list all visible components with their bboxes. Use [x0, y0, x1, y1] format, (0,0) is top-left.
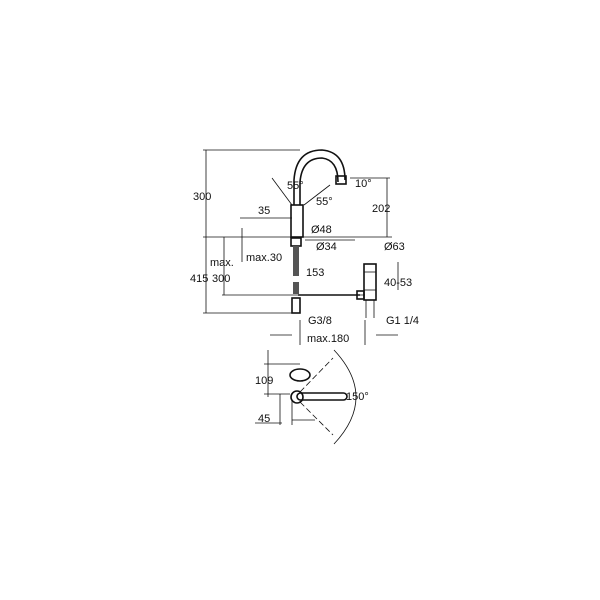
label-total-height: 300: [193, 191, 211, 203]
label-drain-range: 40-53: [384, 277, 412, 289]
label-spout-height: 202: [372, 203, 390, 215]
label-handle-height: 109: [255, 375, 273, 387]
supply-fitting: [291, 297, 301, 314]
handle-angle-right: [303, 184, 331, 206]
label-angle-left: 55°: [287, 180, 304, 192]
label-max-reach: max.180: [307, 333, 349, 345]
label-body-offset: 35: [258, 205, 270, 217]
plan-handle: [296, 392, 348, 401]
mounting-nut: [290, 237, 302, 247]
plan-body-base: [290, 390, 304, 404]
faucet-body: [290, 204, 304, 238]
supply-hose: [293, 246, 299, 276]
drain-lever: [356, 290, 365, 300]
label-max: max.: [210, 257, 234, 269]
spout-inner: [299, 157, 339, 205]
supply-hose-lower: [293, 282, 299, 294]
aerator: [335, 175, 347, 185]
label-install-height: 415: [190, 273, 208, 285]
label-max-hose: 300: [212, 273, 230, 285]
label-rod-length: 153: [306, 267, 324, 279]
label-max-deck: max.30: [246, 252, 282, 264]
label-drain-diameter: Ø63: [384, 241, 405, 253]
plan-handle-swivel-down: [299, 401, 334, 436]
plan-body-top: [289, 368, 311, 382]
label-aerator-angle: 10°: [355, 178, 372, 190]
waste-drain: [363, 263, 377, 301]
swivel-arc: [333, 349, 357, 445]
handle-angle-left: [271, 177, 293, 206]
label-body-diameter: Ø48: [311, 224, 332, 236]
label-swivel-angle: 150°: [346, 391, 369, 403]
plan-handle-swivel-up: [299, 357, 334, 393]
label-handle-offset: 45: [258, 413, 270, 425]
label-drain-thread: G1 1/4: [386, 315, 419, 327]
label-angle-right: 55°: [316, 196, 333, 208]
spout-outer: [293, 149, 346, 205]
label-supply-thread: G3/8: [308, 315, 332, 327]
label-hole-diameter: Ø34: [316, 241, 337, 253]
